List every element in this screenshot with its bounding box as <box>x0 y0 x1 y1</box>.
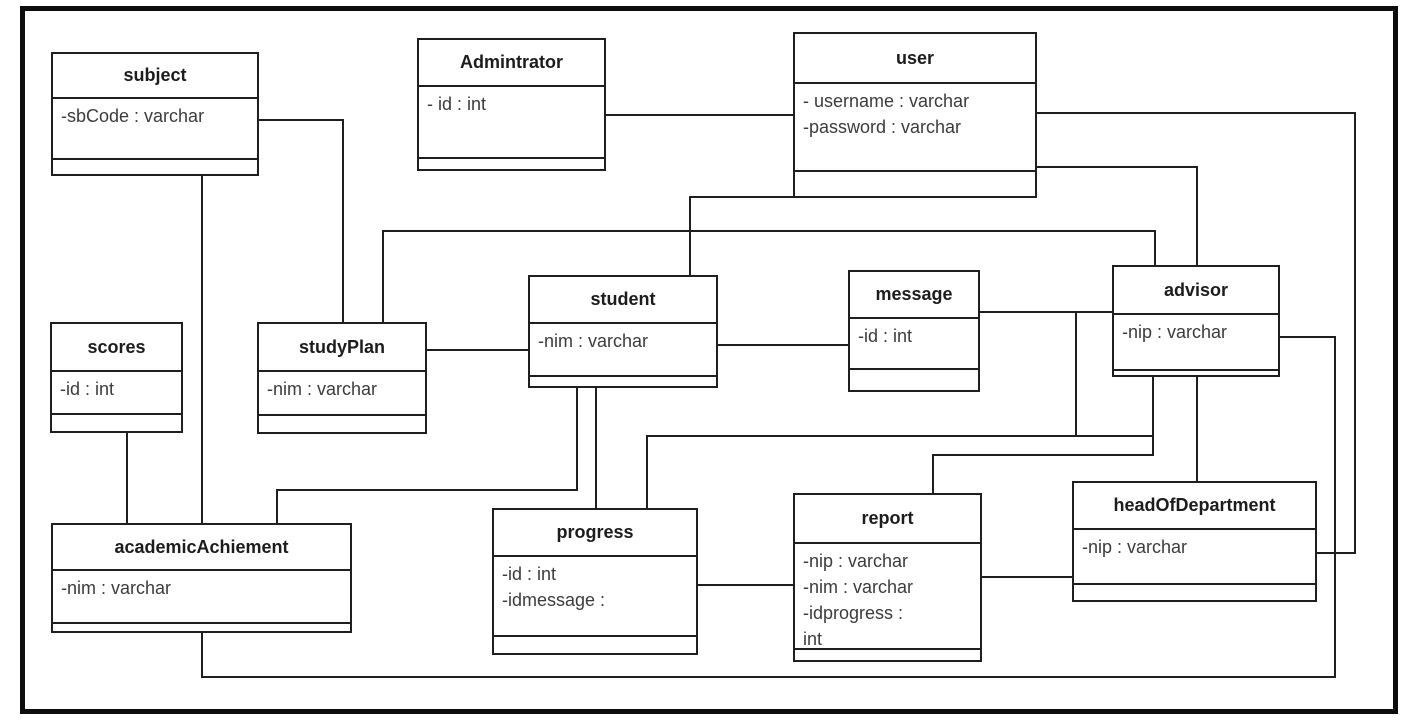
class-admintrator-operations-empty <box>419 159 604 169</box>
class-attribute: int <box>803 629 823 649</box>
class-attribute: -nip : varchar <box>803 551 909 571</box>
class-scores-title: scores <box>52 324 181 372</box>
class-attribute: - id : int <box>427 94 487 114</box>
class-message-title: message <box>850 272 978 319</box>
connector-user-advisor <box>1037 166 1198 265</box>
class-user-operations-empty <box>795 172 1035 196</box>
class-student-attributes: -nim : varchar <box>530 324 716 377</box>
class-advisor[interactable]: advisor -nip : varchar <box>1112 265 1280 377</box>
class-subject-attributes: -sbCode : varchar <box>53 99 257 160</box>
class-report[interactable]: report -nip : varchar -nim : varchar -id… <box>793 493 982 662</box>
class-student[interactable]: student -nim : varchar <box>528 275 718 388</box>
class-student-title: student <box>530 277 716 324</box>
class-report-operations-empty <box>795 650 980 660</box>
class-attribute: -idmessage : <box>502 590 606 610</box>
class-attribute: -id : int <box>502 564 557 584</box>
class-subject[interactable]: subject -sbCode : varchar <box>51 52 259 176</box>
connector-studyplan-advisor <box>382 230 1156 322</box>
class-attribute: -nim : varchar <box>538 331 649 351</box>
class-user[interactable]: user - username : varchar -password : va… <box>793 32 1037 198</box>
class-progress-attributes: -id : int -idmessage : <box>494 557 696 637</box>
class-advisor-title: advisor <box>1114 267 1278 315</box>
class-progress-operations-empty <box>494 637 696 653</box>
class-user-attributes: - username : varchar -password : varchar <box>795 84 1035 172</box>
class-subject-operations-empty <box>53 160 257 174</box>
class-message-operations-empty <box>850 370 978 390</box>
class-user-title: user <box>795 34 1035 84</box>
class-attribute: -nip : varchar <box>1122 322 1228 342</box>
class-advisor-attributes: -nip : varchar <box>1114 315 1278 371</box>
connector-student-academicachiement <box>276 388 578 523</box>
class-attribute: -idprogress : <box>803 603 904 623</box>
class-academicachiement-attributes: -nim : varchar <box>53 571 350 624</box>
class-studyplan-attributes: -nim : varchar <box>259 372 425 416</box>
class-headofdepartment-attributes: -nip : varchar <box>1074 530 1315 585</box>
class-studyplan[interactable]: studyPlan -nim : varchar <box>257 322 427 434</box>
connector-advisor-academicachiement <box>201 336 1336 678</box>
class-attribute: -id : int <box>60 379 115 399</box>
class-admintrator-title: Admintrator <box>419 40 604 87</box>
class-message-attributes: -id : int <box>850 319 978 370</box>
class-progress-title: progress <box>494 510 696 557</box>
class-admintrator[interactable]: Admintrator - id : int <box>417 38 606 171</box>
class-headofdepartment-title: headOfDepartment <box>1074 483 1315 530</box>
class-scores-attributes: -id : int <box>52 372 181 415</box>
diagram-outer-frame <box>20 6 1398 714</box>
class-studyplan-operations-empty <box>259 416 425 432</box>
class-academicachiement[interactable]: academicAchiement -nim : varchar <box>51 523 352 633</box>
class-attribute: -nim : varchar <box>803 577 914 597</box>
class-attribute: -sbCode : varchar <box>61 106 205 126</box>
class-academicachiement-title: academicAchiement <box>53 525 350 571</box>
class-message[interactable]: message -id : int <box>848 270 980 392</box>
class-headofdepartment[interactable]: headOfDepartment -nip : varchar <box>1072 481 1317 602</box>
class-headofdepartment-operations-empty <box>1074 585 1315 600</box>
connector-progress-advisorline <box>646 435 1153 508</box>
class-student-operations-empty <box>530 377 716 386</box>
class-scores[interactable]: scores -id : int <box>50 322 183 433</box>
class-subject-title: subject <box>53 54 257 99</box>
class-scores-operations-empty <box>52 415 181 431</box>
class-admintrator-attributes: - id : int <box>419 87 604 159</box>
class-attribute: -nim : varchar <box>267 379 378 399</box>
class-attribute: -password : varchar <box>803 117 962 137</box>
class-studyplan-title: studyPlan <box>259 324 425 372</box>
class-attribute: -nim : varchar <box>61 578 172 598</box>
connector-user-student <box>689 196 793 275</box>
class-advisor-operations-empty <box>1114 371 1278 375</box>
class-progress[interactable]: progress -id : int -idmessage : <box>492 508 698 655</box>
class-report-title: report <box>795 495 980 544</box>
connector-subject-studyplan <box>259 119 344 322</box>
connector-advisor-report <box>932 377 1154 493</box>
class-report-attributes: -nip : varchar -nim : varchar -idprogres… <box>795 544 980 650</box>
class-attribute: -nip : varchar <box>1082 537 1188 557</box>
class-attribute: - username : varchar <box>803 91 970 111</box>
class-attribute: -id : int <box>858 326 913 346</box>
class-academicachiement-operations-empty <box>53 624 350 631</box>
